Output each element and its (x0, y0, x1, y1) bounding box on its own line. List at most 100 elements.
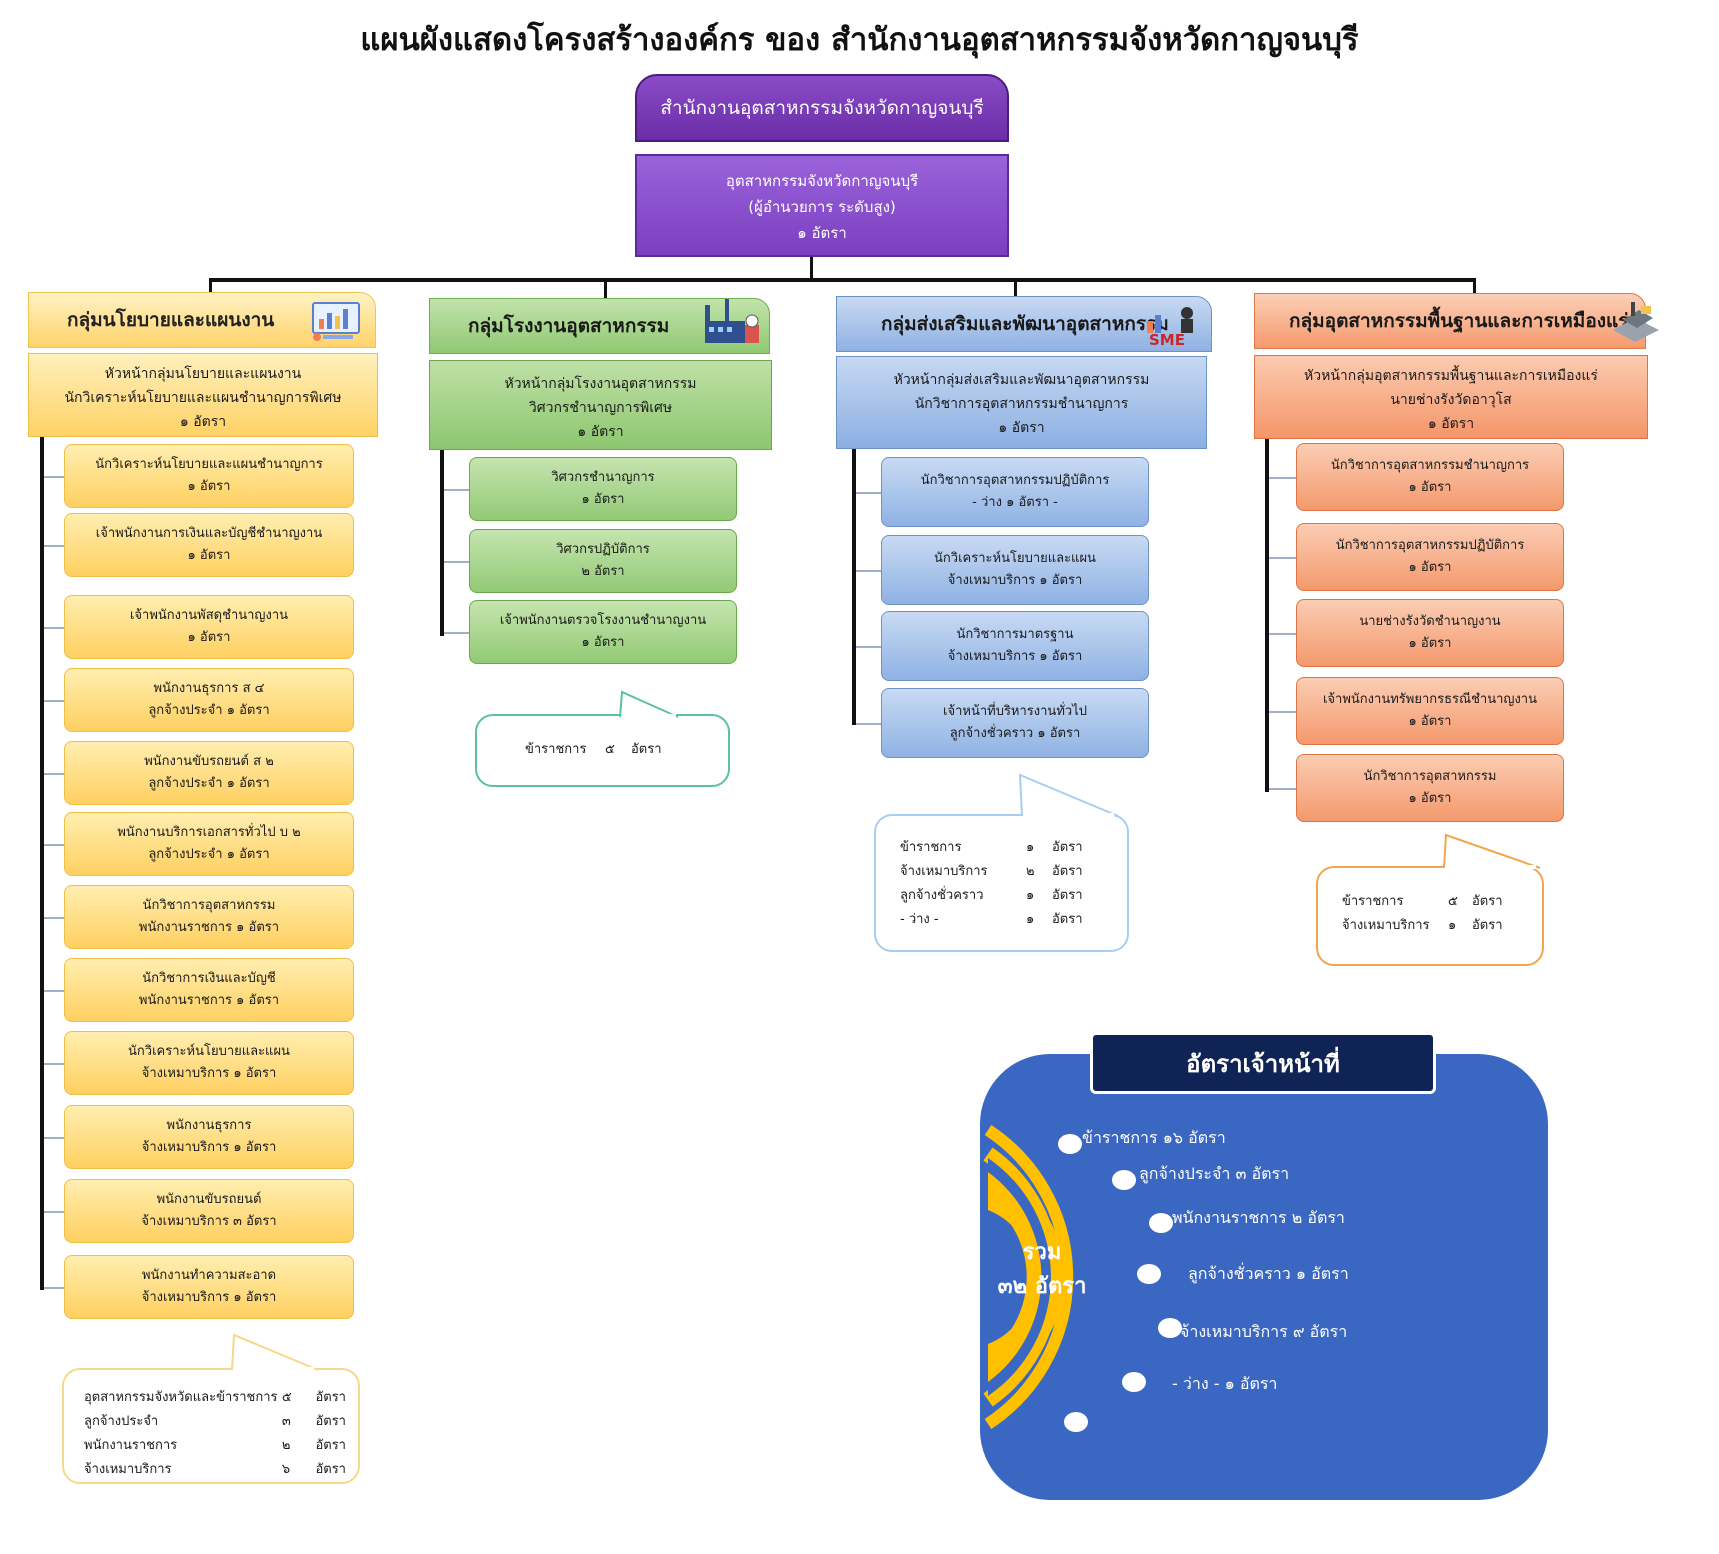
position-title: นักวิเคราะห์นโยบายและแผน (128, 1044, 290, 1059)
position-title: พนักงานบริการเอกสารทั่วไป บ ๒ (117, 825, 301, 840)
position-box: พนักงานทำความสะอาดจ้างเหมาบริการ ๑ อัตรา (64, 1255, 354, 1319)
summary-label: จ้างเหมาบริการ (84, 1462, 172, 1477)
connector-line (44, 1063, 64, 1065)
connector-line (44, 627, 64, 629)
summary-unit: อัตรา (1472, 894, 1503, 909)
position-count: ลูกจ้างประจำ ๑ อัตรา (148, 847, 270, 862)
staff-total: รวม ๓๒ อัตรา (992, 1236, 1092, 1304)
summary-number: ๓ (281, 1414, 291, 1429)
group-promotion-name: กลุ่มส่งเสริมและพัฒนาอุตสาหกรรม (881, 313, 1169, 335)
staff-summary-row: ลูกจ้างชั่วคราว ๑ อัตรา (1188, 1264, 1349, 1283)
position-title: นักวิชาการอุตสาหกรรมปฏิบัติการ (920, 473, 1110, 488)
staff-arc-graphic (983, 1124, 1074, 1430)
connector-line (604, 278, 607, 298)
lead-title: หัวหน้ากลุ่มส่งเสริมและพัฒนาอุตสาหกรรม (893, 372, 1150, 388)
position-box: พนักงานธุรการจ้างเหมาบริการ ๑ อัตรา (64, 1105, 354, 1169)
summary-number: ๑ (1448, 918, 1457, 933)
position-count: ๑ อัตรา (187, 630, 231, 645)
position-box: นักวิเคราะห์นโยบายและแผนชำนาญการ๑ อัตรา (64, 444, 354, 508)
summary-label: ข้าราชการ (1342, 894, 1404, 909)
group-mining-lead: หัวหน้ากลุ่มอุตสาหกรรมพื้นฐานและการเหมือ… (1254, 355, 1648, 439)
connector-line (856, 492, 881, 494)
connector-line (1014, 278, 1017, 298)
position-title: นักวิชาการอุตสาหกรรมปฏิบัติการ (1335, 538, 1525, 553)
svg-text:SME: SME (1149, 331, 1185, 347)
position-title: นักวิเคราะห์นโยบายและแผนชำนาญการ (95, 457, 323, 472)
summary-number: ๑ (1026, 912, 1035, 927)
position-title: เจ้าพนักงานทรัพยากรธรณีชำนาญงาน (1322, 692, 1537, 707)
position-box: นักวิชาการอุตสาหกรรม๑ อัตรา (1296, 754, 1564, 822)
summary-label: อุตสาหกรรมจังหวัดและข้าราชการ (84, 1390, 278, 1405)
lead-position: วิศวกรชำนาญการพิเศษ (528, 400, 673, 416)
callout-pointer (619, 690, 679, 718)
summary-unit: อัตรา (1052, 840, 1083, 855)
position-count: พนักงานราชการ ๑ อัตรา (138, 920, 280, 935)
group-policy-header: กลุ่มนโยบายและแผนงาน (28, 292, 376, 348)
group-policy-summary: อุตสาหกรรมจังหวัดและข้าราชการ๕อัตราลูกจ้… (62, 1368, 360, 1484)
group-factory-header: กลุ่มโรงงานอุตสาหกรรม (429, 298, 770, 354)
summary-number: ๕ (1448, 894, 1458, 909)
group-mining-summary: ข้าราชการ๕อัตราจ้างเหมาบริการ๑อัตรา (1316, 866, 1544, 966)
page-title: แผนผังแสดงโครงสร้างองค์กร ของ สำนักงานอุ… (360, 22, 1359, 58)
callout-pointer (231, 1333, 319, 1371)
summary-row: - ว่าง -๑อัตรา (900, 908, 1127, 932)
staff-summary-row: - ว่าง - ๑ อัตรา (1172, 1374, 1278, 1393)
connector-line (856, 723, 881, 725)
position-count: จ้างเหมาบริการ ๑ อัตรา (947, 573, 1083, 588)
connector-line (44, 700, 64, 702)
position-box: นักวิชาการเงินและบัญชีพนักงานราชการ ๑ อั… (64, 958, 354, 1022)
lead-position: นักวิเคราะห์นโยบายและแผนชำนาญการพิเศษ (64, 390, 342, 406)
factory-icon (705, 299, 759, 343)
group-mining-name: กลุ่มอุตสาหกรรมพื้นฐานและการเหมืองแร่ (1289, 310, 1629, 332)
connector-line (44, 990, 64, 992)
group-factory-lead: หัวหน้ากลุ่มโรงงานอุตสาหกรรม วิศวกรชำนาญ… (429, 360, 772, 450)
connector-line (1269, 633, 1296, 635)
dot-marker (1149, 1213, 1173, 1233)
position-count: จ้างเหมาบริการ ๑ อัตรา (947, 649, 1083, 664)
summary-unit: อัตรา (1052, 888, 1083, 903)
lead-title: หัวหน้ากลุ่มนโยบายและแผนงาน (104, 366, 302, 382)
summary-label: จ้างเหมาบริการ (900, 864, 988, 879)
position-count: จ้างเหมาบริการ ๓ อัตรา (141, 1214, 277, 1229)
position-title: พนักงานขับรถยนต์ ส ๒ (144, 754, 274, 769)
position-title: พนักงานขับรถยนต์ (156, 1192, 262, 1207)
dot-marker (1058, 1134, 1082, 1154)
summary-row: พนักงานราชการ๒อัตรา (84, 1434, 346, 1458)
dot-marker (1122, 1372, 1146, 1392)
connector-line (44, 1137, 64, 1139)
staff-total-label: รวม (1022, 1240, 1062, 1265)
position-count: ลูกจ้างประจำ ๑ อัตรา (148, 703, 270, 718)
position-box: วิศวกรชำนาญการ๑ อัตรา (469, 457, 737, 521)
summary-label: ข้าราชการ (900, 840, 962, 855)
dot-marker (1158, 1318, 1182, 1338)
summary-row: ข้าราชการ๕อัตรา (525, 738, 728, 762)
summary-row: จ้างเหมาบริการ๒อัตรา (900, 860, 1127, 884)
position-count: พนักงานราชการ ๑ อัตรา (138, 993, 280, 1008)
director-box: อุตสาหกรรมจังหวัดกาญจนบุรี (ผู้อำนวยการ … (635, 154, 1009, 257)
position-count: ๑ อัตรา (187, 548, 231, 563)
sme-icon: SME (1147, 307, 1193, 347)
staff-summary-row: พนักงานราชการ ๒ อัตรา (1172, 1208, 1345, 1227)
position-title: พนักงานธุรการ (166, 1118, 252, 1133)
summary-label: ข้าราชการ (525, 742, 587, 757)
summary-row: ลูกจ้างประจำ๓อัตรา (84, 1410, 346, 1434)
group-policy-lead: หัวหน้ากลุ่มนโยบายและแผนงาน นักวิเคราะห์… (28, 353, 378, 437)
position-title: พนักงานทำความสะอาด (141, 1268, 277, 1283)
position-box: เจ้าหน้าที่บริหารงานทั่วไปลูกจ้างชั่วครา… (881, 688, 1149, 758)
summary-unit: อัตรา (1472, 918, 1503, 933)
summary-number: ๕ (605, 742, 615, 757)
summary-number: ๒ (1026, 864, 1035, 879)
group-promotion-lead: หัวหน้ากลุ่มส่งเสริมและพัฒนาอุตสาหกรรม น… (836, 356, 1207, 449)
position-count: ลูกจ้างประจำ ๑ อัตรา (148, 776, 270, 791)
connector-line (1269, 711, 1296, 713)
summary-unit: อัตรา (315, 1390, 346, 1405)
position-box: นายช่างรังวัดชำนาญงาน๑ อัตรา (1296, 599, 1564, 667)
lead-position: นักวิชาการอุตสาหกรรมชำนาญการ (914, 396, 1129, 412)
connector-line (44, 1211, 64, 1213)
position-title: พนักงานธุรการ ส ๔ (153, 681, 265, 696)
position-title: นักวิชาการอุตสาหกรรม (1363, 769, 1497, 784)
director-level: (ผู้อำนวยการ ระดับสูง) (748, 198, 896, 216)
chart-presentation-icon (312, 302, 360, 341)
summary-unit: อัตรา (315, 1414, 346, 1429)
position-title: เจ้าหน้าที่บริหารงานทั่วไป (943, 704, 1087, 719)
